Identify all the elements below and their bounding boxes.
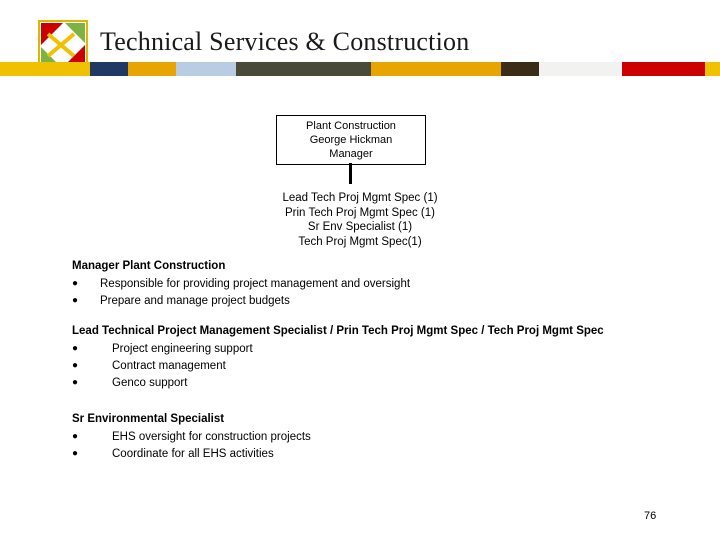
page-title: Technical Services & Construction xyxy=(100,27,470,56)
colorbar-segment-8 xyxy=(539,62,622,76)
page-number: 76 xyxy=(644,510,657,522)
colorbar-segment-4 xyxy=(176,62,236,76)
colorbar-segment-5 xyxy=(236,62,371,76)
org-role-4: Tech Proj Mgmt Spec(1) xyxy=(298,235,422,248)
colorbar-segment-2 xyxy=(90,62,128,76)
bullet-label: Project engineering support xyxy=(112,343,253,355)
bullet-icon: ● xyxy=(72,448,79,459)
bullet-item: ● Responsible for providing project mana… xyxy=(72,276,672,292)
bullet-label: Prepare and manage project budgets xyxy=(100,295,290,307)
colorbar-segment-6 xyxy=(371,62,501,76)
org-box-line-1: Plant Construction xyxy=(306,120,396,132)
colorbar-segment-9 xyxy=(622,62,705,76)
bullet-item: ● Prepare and manage project budgets xyxy=(72,293,672,309)
bullet-icon: ● xyxy=(72,278,79,289)
bullet-label: Genco support xyxy=(112,377,188,389)
colorbar-segment-1 xyxy=(0,62,90,76)
section-sr-environmental-specialist: Sr Environmental Specialist ● EHS oversi… xyxy=(72,413,672,462)
org-role-3: Sr Env Specialist (1) xyxy=(307,221,413,233)
bullet-icon: ● xyxy=(72,377,79,388)
section-title: Lead Technical Project Management Specia… xyxy=(72,325,604,337)
bullet-item: ● Contract management xyxy=(72,358,672,374)
section-title: Sr Environmental Specialist xyxy=(72,413,225,425)
org-box-line-2: George Hickman xyxy=(309,134,393,146)
section-lead-technical-project-management-specialist: Lead Technical Project Management Specia… xyxy=(72,325,672,391)
bullet-label: Contract management xyxy=(112,360,226,372)
org-role-1: Lead Tech Proj Mgmt Spec (1) xyxy=(282,192,438,204)
bullet-item: ● Coordinate for all EHS activities xyxy=(72,446,672,462)
section-manager-plant-construction: Manager Plant Construction ● Responsible… xyxy=(72,260,672,309)
org-role-2: Prin Tech Proj Mgmt Spec (1) xyxy=(285,206,435,219)
org-roles-list: Lead Tech Proj Mgmt Spec (1) Prin Tech P… xyxy=(0,191,720,249)
bullet-icon: ● xyxy=(72,295,79,306)
bullet-icon: ● xyxy=(72,431,79,442)
section-title: Manager Plant Construction xyxy=(72,260,226,272)
bullet-icon: ● xyxy=(72,343,79,354)
colorbar-segment-10 xyxy=(705,62,720,76)
colorbar-segment-7 xyxy=(501,62,539,76)
company-logo xyxy=(38,20,88,70)
responsibilities-content: Manager Plant Construction ● Responsible… xyxy=(72,260,672,478)
bullet-item: ● Genco support xyxy=(72,375,672,391)
bullet-label: Coordinate for all EHS activities xyxy=(112,448,274,460)
colorbar-segment-3 xyxy=(128,62,176,76)
org-connector-line xyxy=(349,163,352,184)
slide-header: Technical Services & Construction xyxy=(0,0,720,84)
bullet-label: EHS oversight for construction projects xyxy=(112,431,311,443)
org-box-line-3: Manager xyxy=(329,148,373,160)
header-colorbar xyxy=(0,62,720,76)
bullet-label: Responsible for providing project manage… xyxy=(100,278,411,290)
bullet-icon: ● xyxy=(72,360,79,371)
org-box-plant-construction: Plant Construction George Hickman Manage… xyxy=(276,115,426,165)
bullet-item: ● Project engineering support xyxy=(72,341,672,357)
bullet-item: ● EHS oversight for construction project… xyxy=(72,429,672,445)
